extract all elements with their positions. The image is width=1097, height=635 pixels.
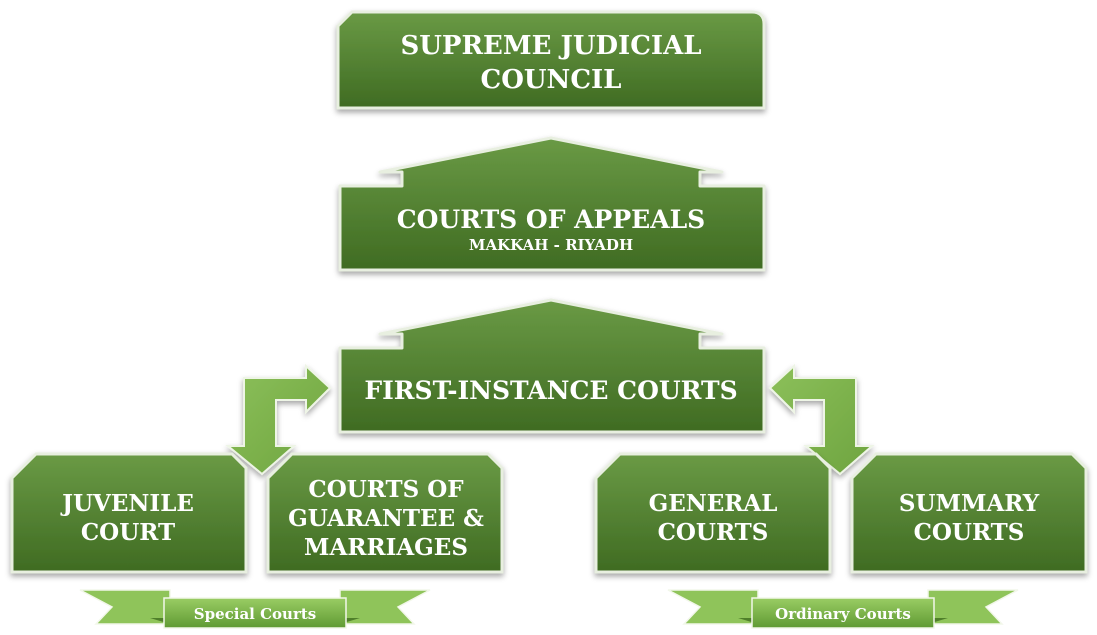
supreme-line-1: SUPREME JUDICIAL: [400, 31, 701, 61]
guarantee-line-1: COURTS OF: [308, 476, 464, 503]
summary-courts-box: SUMMARY COURTS: [850, 452, 1088, 574]
general-line-1: GENERAL: [649, 490, 778, 517]
summary-line-2: COURTS: [914, 519, 1025, 546]
left-bent-arrow-icon: [225, 363, 332, 476]
right-bent-arrow-icon: [768, 363, 875, 476]
ordinary-courts-banner: Ordinary Courts: [667, 589, 1019, 629]
guarantee-line-3: MARRIAGES: [304, 534, 468, 561]
supreme-line-2: COUNCIL: [481, 65, 622, 95]
general-courts-box: GENERAL COURTS: [594, 452, 832, 574]
courts-of-appeals-box: COURTS OF APPEALS MAKKAH - RIYADH: [338, 136, 766, 272]
appeals-subtitle: MAKKAH - RIYADH: [469, 236, 633, 254]
appeals-title: COURTS OF APPEALS: [397, 205, 705, 234]
first-instance-courts-box: FIRST-INSTANCE COURTS: [338, 298, 766, 434]
first-instance-title: FIRST-INSTANCE COURTS: [364, 376, 737, 405]
special-courts-banner: Special Courts: [79, 589, 431, 629]
summary-line-1: SUMMARY: [899, 490, 1040, 517]
special-courts-label: Special Courts: [194, 605, 316, 623]
guarantee-marriages-court-box: COURTS OF GUARANTEE & MARRIAGES: [266, 452, 504, 574]
juvenile-court-box: JUVENILE COURT: [10, 452, 248, 574]
juvenile-line-2: COURT: [81, 519, 175, 546]
general-line-2: COURTS: [658, 519, 769, 546]
juvenile-line-1: JUVENILE: [60, 490, 194, 517]
guarantee-line-2: GUARANTEE &: [288, 505, 484, 532]
supreme-judicial-council-box: SUPREME JUDICIAL COUNCIL: [336, 10, 766, 110]
ordinary-courts-label: Ordinary Courts: [775, 605, 911, 623]
